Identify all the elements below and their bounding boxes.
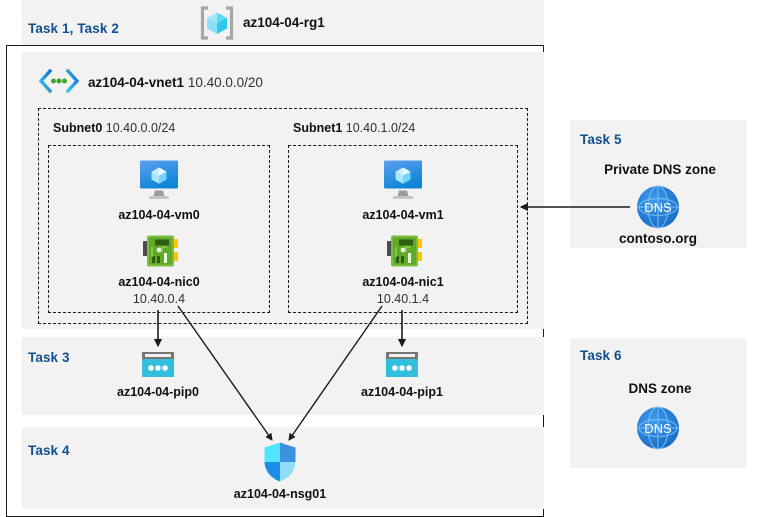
subnets-container <box>38 108 528 324</box>
public-ip-address-icon <box>139 350 177 380</box>
vnet-name: az104-04-vnet1 <box>88 75 185 90</box>
network-interface-icon <box>386 233 423 269</box>
resource-group-icon <box>199 6 235 40</box>
task-label-3: Task 3 <box>28 350 70 365</box>
svg-text:DNS: DNS <box>644 421 672 436</box>
subnet0-name: Subnet0 <box>53 121 103 135</box>
nic0-label: az104-04-nic0 <box>118 275 200 289</box>
vm1-label: az104-04-vm1 <box>362 208 444 222</box>
network-interface-icon <box>142 233 179 269</box>
network-security-group-icon <box>262 441 298 483</box>
task-label-6: Task 6 <box>580 348 622 363</box>
vm0-label: az104-04-vm0 <box>118 208 200 222</box>
task3-panel <box>22 337 544 415</box>
dns-zone-icon: DNS <box>634 183 682 231</box>
nic0-ip: 10.40.0.4 <box>132 292 186 306</box>
dns-zone-title: DNS zone <box>628 381 692 396</box>
private-dns-zone-name: contoso.org <box>619 231 697 246</box>
virtual-machine-icon <box>136 159 182 201</box>
subnet0-title: Subnet0 10.40.0.0/24 <box>53 121 175 135</box>
subnet0-box <box>48 145 270 313</box>
subnet1-title: Subnet1 10.40.1.0/24 <box>293 121 415 135</box>
svg-text:DNS: DNS <box>644 200 672 215</box>
dns-zone-icon: DNS <box>634 404 682 452</box>
task-label-1-2: Task 1, Task 2 <box>28 21 119 36</box>
nic1-ip: 10.40.1.4 <box>376 292 430 306</box>
nic1-label: az104-04-nic1 <box>362 275 444 289</box>
subnet1-name: Subnet1 <box>293 121 343 135</box>
resource-group-header <box>22 0 544 45</box>
nsg-label: az104-04-nsg01 <box>233 487 327 501</box>
task-label-5: Task 5 <box>580 132 622 147</box>
vnet-address-space: 10.40.0.0/20 <box>187 75 263 90</box>
private-dns-zone-title: Private DNS zone <box>604 162 716 177</box>
resource-group-name: az104-04-rg1 <box>243 15 325 30</box>
vnet-title: az104-04-vnet1 10.40.0.0/20 <box>88 74 263 92</box>
subnet0-prefix: 10.40.0.0/24 <box>105 121 176 135</box>
subnet1-box <box>288 145 518 313</box>
virtual-machine-icon <box>380 159 426 201</box>
subnet1-prefix: 10.40.1.0/24 <box>345 121 416 135</box>
pip1-label: az104-04-pip1 <box>361 385 443 399</box>
task-label-4: Task 4 <box>28 443 70 458</box>
virtual-network-icon <box>38 68 80 94</box>
pip0-label: az104-04-pip0 <box>117 385 199 399</box>
vnet-panel <box>22 52 544 329</box>
public-ip-address-icon <box>383 350 421 380</box>
